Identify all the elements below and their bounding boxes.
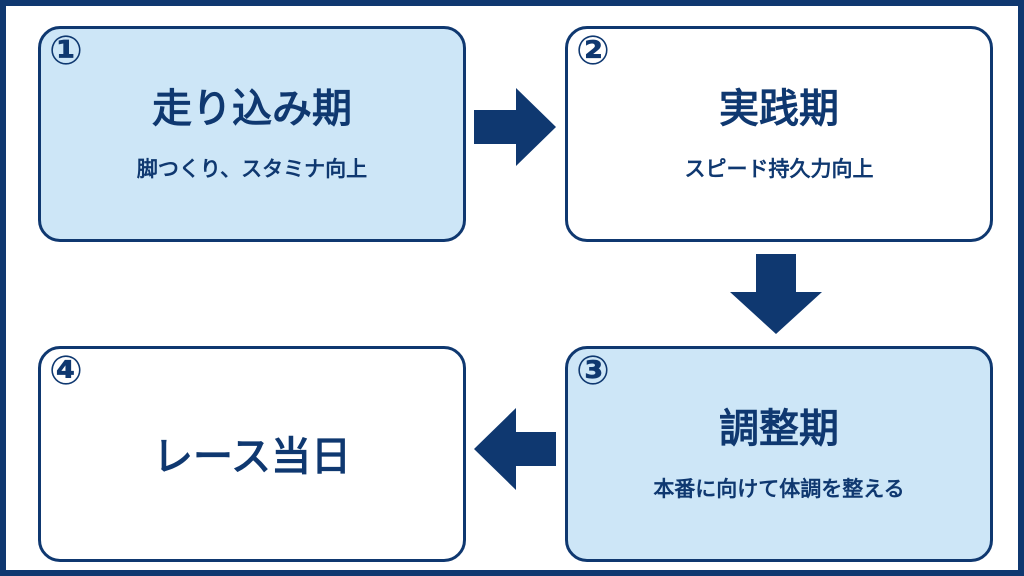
step-4-title: レース当日: [153, 434, 351, 480]
step-4-box: ④ レース当日: [38, 346, 466, 562]
arrow-down-icon: [730, 254, 822, 334]
step-3-title: 調整期: [719, 406, 839, 452]
step-2-box: ② 実践期 スピード持久力向上: [565, 26, 993, 242]
step-2-title: 実践期: [719, 86, 839, 132]
step-2-subtitle: スピード持久力向上: [684, 157, 874, 181]
step-4-number: ④: [49, 348, 83, 394]
step-1-number: ①: [49, 28, 83, 74]
step-1-subtitle: 脚つくり、スタミナ向上: [136, 157, 368, 181]
step-1-title: 走り込み期: [152, 86, 352, 132]
step-3-box: ③ 調整期 本番に向けて体調を整える: [565, 346, 993, 562]
step-3-number: ③: [576, 348, 610, 394]
step-2-number: ②: [576, 28, 610, 74]
arrow-left-icon: [474, 408, 556, 490]
step-1-box: ① 走り込み期 脚つくり、スタミナ向上: [38, 26, 466, 242]
step-3-subtitle: 本番に向けて体調を整える: [653, 477, 905, 501]
arrow-right-icon: [474, 88, 556, 166]
